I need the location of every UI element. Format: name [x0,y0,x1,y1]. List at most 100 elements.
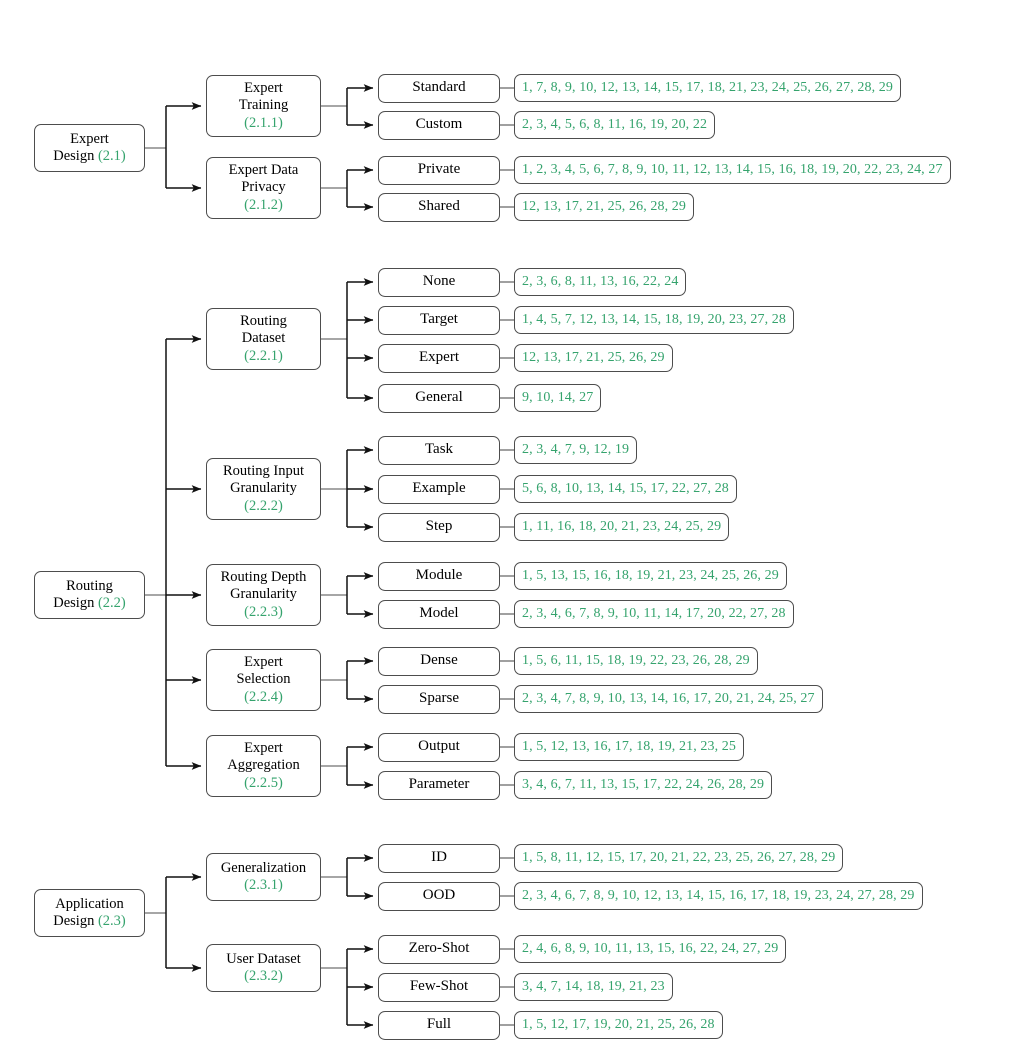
leaf-node-user-dataset-0: Zero-Shot [378,934,500,964]
citation-list: 1, 5, 6, 11, 15, 18, 19, 22, 23, 26, 28,… [522,652,750,668]
leaf-node-user-dataset-2: Full [378,1010,500,1040]
leaf-node-expert-training-0: Standard [378,73,500,103]
citation-list: 5, 6, 8, 10, 13, 14, 15, 17, 22, 27, 28 [522,480,729,496]
section-number: (2.2.2) [244,497,283,514]
citation-box-user-dataset-2: 1, 5, 12, 17, 19, 20, 21, 25, 26, 28 [514,1011,723,1039]
citation-list: 1, 11, 16, 18, 20, 21, 23, 24, 25, 29 [522,518,722,534]
citation-box-routing-input-granularity-0: 2, 3, 4, 7, 9, 12, 19 [514,436,638,464]
citation-list: 1, 2, 3, 4, 5, 6, 7, 8, 9, 10, 11, 12, 1… [522,161,943,177]
citation-box-expert-aggregation-1: 3, 4, 6, 7, 11, 13, 15, 17, 22, 24, 26, … [514,771,773,799]
leaf-node-label: Private [417,161,461,178]
citation-list: 2, 3, 4, 6, 7, 8, 9, 10, 11, 14, 17, 20,… [522,605,786,621]
section-number: (2.2.3) [244,603,283,620]
leaf-node-label: Example [412,480,466,497]
citation-list: 2, 3, 6, 8, 11, 13, 16, 22, 24 [522,273,679,289]
citation-box-user-dataset-0: 2, 4, 6, 8, 9, 10, 11, 13, 15, 16, 22, 2… [514,935,787,963]
leaf-node-label: Output [418,738,460,755]
citation-box-expert-data-privacy-0: 1, 2, 3, 4, 5, 6, 7, 8, 9, 10, 11, 12, 1… [514,156,951,184]
section-number: (2.3.2) [244,968,283,984]
citation-list: 12, 13, 17, 21, 25, 26, 29 [522,349,665,365]
leaf-node-routing-dataset-2: Expert [378,343,500,373]
leaf-node-routing-dataset-3: General [378,383,500,413]
leaf-node-label: OOD [422,887,456,904]
leaf-node-expert-data-privacy-1: Shared [378,192,500,222]
citation-box-generalization-1: 2, 3, 4, 6, 7, 8, 9, 10, 12, 13, 14, 15,… [514,882,923,910]
root-node-label-line2: Design (2.3) [53,913,126,929]
leaf-node-label: Step [425,518,453,535]
citation-list: 2, 3, 4, 7, 8, 9, 10, 13, 14, 16, 17, 20… [522,690,815,706]
citation-box-routing-dataset-1: 1, 4, 5, 7, 12, 13, 14, 15, 18, 19, 20, … [514,306,794,334]
leaf-node-label: Full [426,1016,452,1033]
citation-list: 1, 5, 13, 15, 16, 18, 19, 21, 23, 24, 25… [522,567,779,583]
category-node-generalization: Generalization(2.3.1) [206,853,321,901]
section-number: (2.1.2) [244,196,283,213]
citation-box-expert-training-0: 1, 7, 8, 9, 10, 12, 13, 14, 15, 17, 18, … [514,74,901,102]
citation-list: 2, 3, 4, 7, 9, 12, 19 [522,441,630,457]
leaf-node-label: Parameter [408,776,470,793]
citation-list: 2, 3, 4, 5, 6, 8, 11, 16, 19, 20, 22 [522,116,708,132]
leaf-node-label: Task [424,441,454,458]
citation-list: 1, 7, 8, 9, 10, 12, 13, 14, 15, 17, 18, … [522,79,893,95]
leaf-node-routing-input-granularity-1: Example [378,474,500,504]
leaf-node-label: Dense [420,652,458,669]
citation-list: 1, 4, 5, 7, 12, 13, 14, 15, 18, 19, 20, … [522,311,786,327]
leaf-node-expert-selection-1: Sparse [378,684,500,714]
leaf-node-routing-input-granularity-0: Task [378,435,500,465]
section-number: (2.1) [97,148,126,164]
citation-box-routing-input-granularity-1: 5, 6, 8, 10, 13, 14, 15, 17, 22, 27, 28 [514,475,737,503]
citation-box-generalization-0: 1, 5, 8, 11, 12, 15, 17, 20, 21, 22, 23,… [514,844,844,872]
leaf-node-routing-dataset-0: None [378,267,500,297]
citation-list: 2, 4, 6, 8, 9, 10, 11, 13, 15, 16, 22, 2… [522,940,779,956]
citation-list: 1, 5, 12, 17, 19, 20, 21, 25, 26, 28 [522,1016,715,1032]
leaf-node-label: Few-Shot [409,978,469,995]
leaf-node-routing-depth-granularity-1: Model [378,599,500,629]
citation-list: 3, 4, 7, 14, 18, 19, 21, 23 [522,978,665,994]
leaf-node-label: Standard [412,79,466,96]
citation-box-routing-depth-granularity-1: 2, 3, 4, 6, 7, 8, 9, 10, 11, 14, 17, 20,… [514,600,794,628]
leaf-node-label: Module [415,567,463,584]
leaf-node-routing-dataset-1: Target [378,305,500,335]
section-number: (2.2.4) [244,688,283,705]
leaf-node-expert-data-privacy-0: Private [378,155,500,185]
citation-box-expert-selection-1: 2, 3, 4, 7, 8, 9, 10, 13, 14, 16, 17, 20… [514,685,823,713]
leaf-node-expert-aggregation-0: Output [378,732,500,762]
citation-list: 2, 3, 4, 6, 7, 8, 9, 10, 12, 13, 14, 15,… [522,887,915,903]
section-number: (2.2) [97,595,126,611]
citation-box-routing-depth-granularity-0: 1, 5, 13, 15, 16, 18, 19, 21, 23, 24, 25… [514,562,787,590]
citation-box-expert-data-privacy-1: 12, 13, 17, 21, 25, 26, 28, 29 [514,193,694,221]
citation-box-expert-selection-0: 1, 5, 6, 11, 15, 18, 19, 22, 23, 26, 28,… [514,647,758,675]
section-number: (2.2.5) [244,774,283,791]
leaf-node-expert-training-1: Custom [378,110,500,140]
leaf-node-label: Sparse [419,690,459,707]
root-node-label-line2: Design (2.1) [53,148,126,164]
leaf-node-routing-depth-granularity-0: Module [378,561,500,591]
leaf-node-generalization-0: ID [378,843,500,873]
leaf-node-label: Model [419,605,459,622]
citation-box-expert-aggregation-0: 1, 5, 12, 13, 16, 17, 18, 19, 21, 23, 25 [514,733,744,761]
citation-box-routing-dataset-2: 12, 13, 17, 21, 25, 26, 29 [514,344,673,372]
citation-box-routing-dataset-3: 9, 10, 14, 27 [514,384,602,412]
leaf-node-label: Shared [418,198,460,215]
citation-list: 9, 10, 14, 27 [522,389,594,405]
leaf-node-label: General [415,389,463,406]
leaf-node-label: ID [431,849,447,866]
leaf-node-label: Custom [415,116,463,133]
citation-list: 1, 5, 12, 13, 16, 17, 18, 19, 21, 23, 25 [522,738,736,754]
category-node-user-dataset: User Dataset(2.3.2) [206,944,321,992]
leaf-node-label: Expert [419,349,459,366]
root-node-label-line2: Design (2.2) [53,595,126,611]
section-number: (2.2.1) [244,347,283,364]
leaf-node-expert-aggregation-1: Parameter [378,770,500,800]
citation-box-user-dataset-1: 3, 4, 7, 14, 18, 19, 21, 23 [514,973,673,1001]
